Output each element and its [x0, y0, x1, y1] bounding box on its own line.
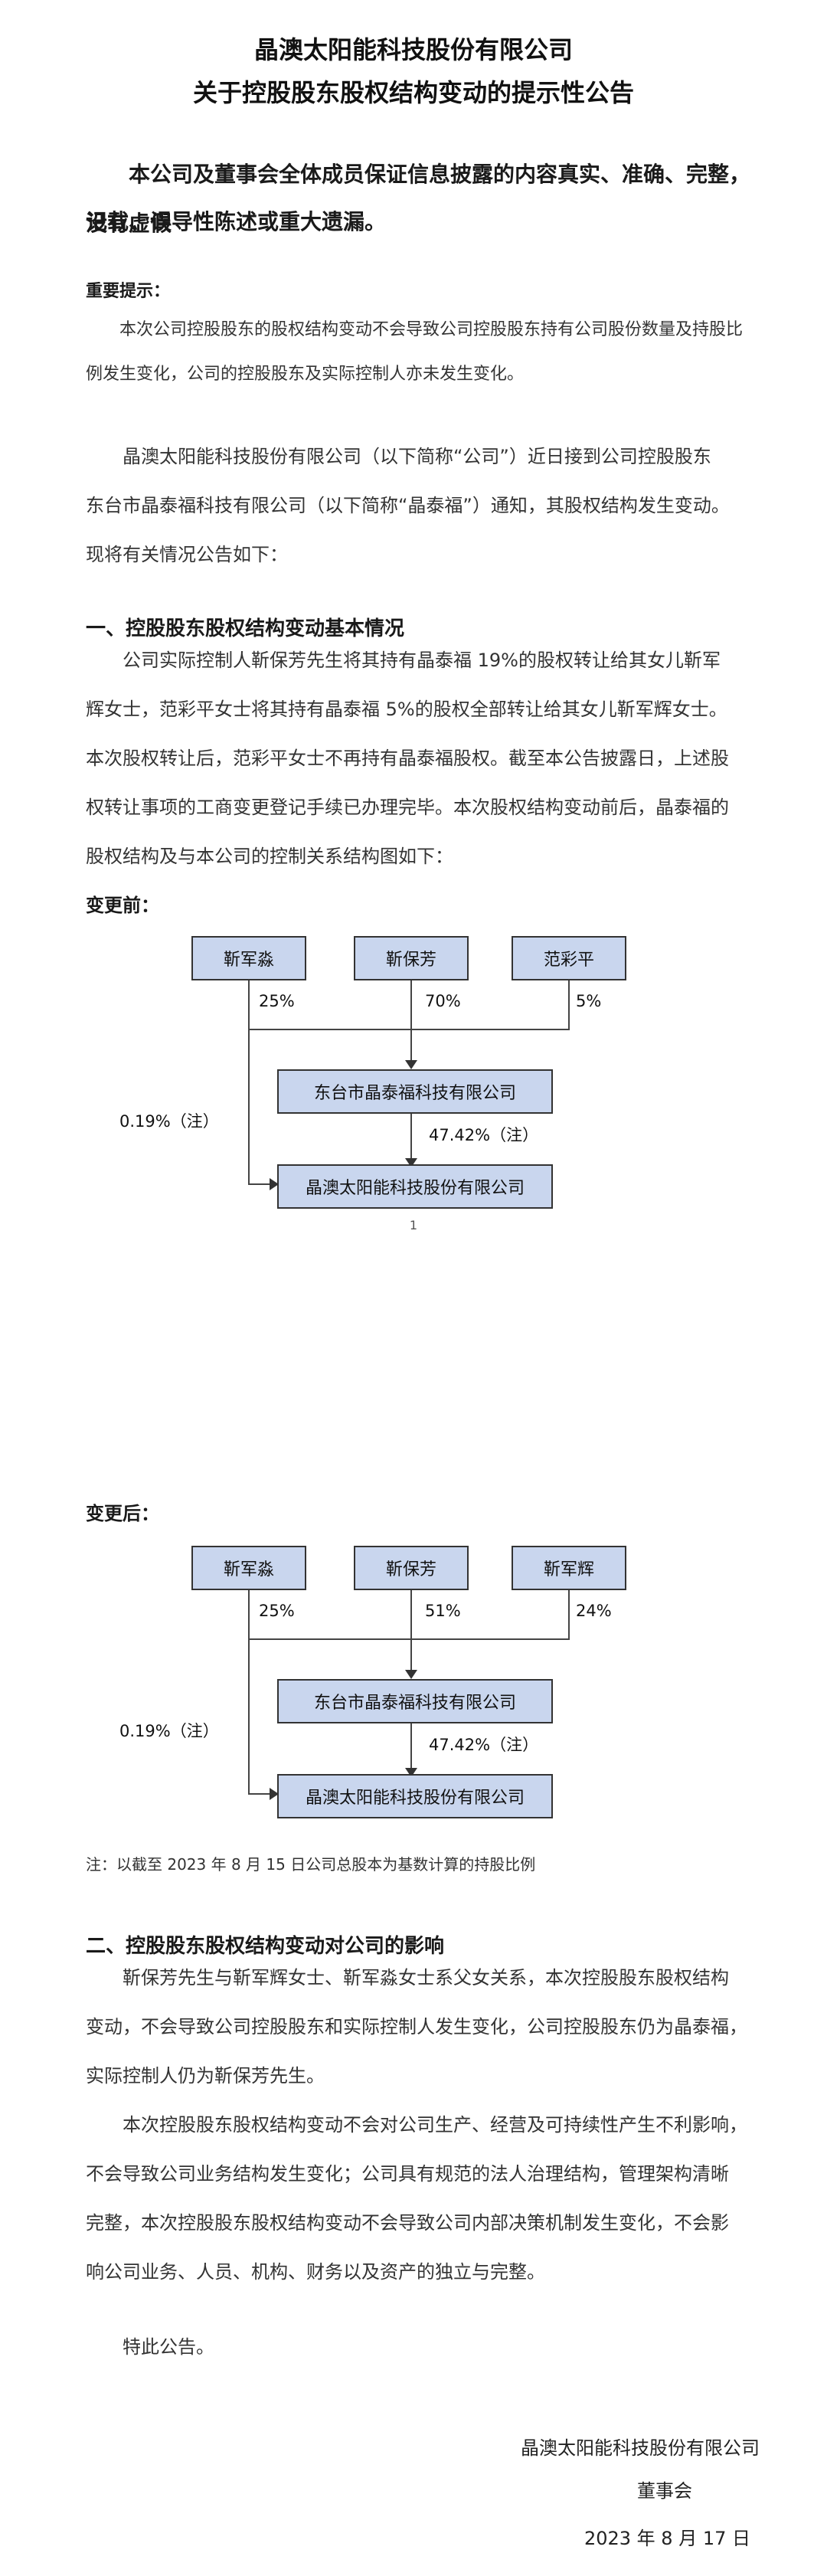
before-connector-left-down — [248, 1117, 250, 1184]
section2-p2-line-1: 本次控股股东股权结构变动不会对公司生产、经营及可持续性产生不利影响， — [123, 2114, 747, 2136]
section2-heading: 二、控股股东股权结构变动对公司的影响 — [86, 1935, 445, 1958]
after-listed-company-box: 晶澳太阳能科技股份有限公司 — [277, 1774, 553, 1818]
after-connector-right — [568, 1590, 570, 1639]
before-arrow-head-1 — [405, 1060, 417, 1069]
after-connector-join — [248, 1638, 570, 1640]
signature-date: 2023 年 8 月 17 日 — [583, 2528, 750, 2549]
before-label: 变更前： — [86, 895, 159, 916]
section2-p2-line-3: 完整，本次控股股东股权结构变动不会导致公司内部决策机制发生变化，不会影 — [86, 2212, 729, 2234]
before-arrow-head-3 — [270, 1178, 279, 1190]
before-connector-right — [568, 980, 570, 1029]
company-title: 晶澳太阳能科技股份有限公司 — [253, 35, 573, 64]
announcement-title: 关于控股股东股权结构变动的提示性公告 — [192, 78, 634, 107]
after-arrow-head-1 — [405, 1670, 417, 1679]
before-listed-company-box: 晶澳太阳能科技股份有限公司 — [277, 1164, 553, 1209]
before-pct-1: 25% — [259, 992, 295, 1010]
before-connector-to-holding — [410, 1029, 412, 1062]
section1-line-4: 权转让事项的工商变更登记手续已办理完毕。本次股权结构变动前后，晶泰福的 — [86, 797, 729, 818]
after-holding-pct: 47.42%（注） — [429, 1736, 539, 1754]
section2-p2-line-2: 不会导致公司业务结构发生变化；公司具有规范的法人治理结构，管理架构清晰 — [86, 2163, 729, 2185]
intro-line-2: 东台市晶泰福科技有限公司（以下简称“晶泰福”）通知，其股权结构发生变动。 — [86, 495, 730, 516]
page-number: 1 — [409, 1218, 418, 1232]
before-shareholder-box-3: 范彩平 — [512, 936, 626, 980]
before-connector-left-into-listed — [248, 1183, 271, 1185]
after-connector-mid — [410, 1590, 412, 1639]
after-pct-2: 51% — [425, 1602, 461, 1620]
before-holding-company-box: 东台市晶泰福科技有限公司 — [277, 1069, 553, 1114]
section2-p1-line-2: 变动，不会导致公司控股股东和实际控制人发生变化，公司控股股东仍为晶泰福， — [86, 2016, 747, 2038]
after-pct-1: 25% — [259, 1602, 295, 1620]
signature-company: 晶澳太阳能科技股份有限公司 — [521, 2437, 760, 2459]
before-shareholder-box-2: 靳保芳 — [354, 936, 469, 980]
after-arrow-head-3 — [270, 1788, 279, 1800]
before-connector-join — [248, 1029, 570, 1030]
section1-heading: 一、控股股东股权结构变动基本情况 — [86, 617, 405, 640]
after-shareholder-box-2: 靳保芳 — [354, 1546, 469, 1590]
after-connector-left-down — [248, 1727, 250, 1794]
after-connector-holding-to-listed — [410, 1723, 412, 1769]
section1-line-2: 辉女士，范彩平女士将其持有晶泰福 5%的股权全部转让给其女儿靳军辉女士。 — [86, 699, 727, 720]
after-pct-3: 24% — [576, 1602, 612, 1620]
after-connector-left — [248, 1590, 250, 1727]
after-shareholder-box-3: 靳军辉 — [512, 1546, 626, 1590]
intro-line-1: 晶澳太阳能科技股份有限公司（以下简称“公司”）近日接到公司控股股东 — [123, 446, 711, 467]
signature-board: 董事会 — [637, 2480, 692, 2502]
before-direct-pct: 0.19%（注） — [119, 1112, 219, 1131]
section1-line-1: 公司实际控制人靳保芳先生将其持有晶泰福 19%的股权转让给其女儿靳军 — [123, 650, 721, 671]
section1-line-3: 本次股权转让后，范彩平女士不再持有晶泰福股权。截至本公告披露日，上述股 — [86, 748, 729, 769]
section1-line-5: 股权结构及与本公司的控制关系结构图如下： — [86, 846, 453, 867]
after-connector-left-into-listed — [248, 1793, 271, 1795]
important-tip-line-2: 例发生变化，公司的控股股东及实际控制人亦未发生变化。 — [86, 365, 525, 384]
after-shareholder-box-1: 靳军淼 — [191, 1546, 306, 1590]
closing-text: 特此公告。 — [123, 2336, 214, 2358]
before-pct-3: 5% — [576, 992, 602, 1010]
statement-line-1: 本公司及董事会全体成员保证信息披露的内容真实、准确、完整，没有虚假 — [86, 162, 751, 236]
after-holding-company-box: 东台市晶泰福科技有限公司 — [277, 1679, 553, 1723]
after-direct-pct: 0.19%（注） — [119, 1722, 219, 1740]
before-connector-holding-to-listed — [410, 1114, 412, 1160]
section2-p1-line-1: 靳保芳先生与靳军辉女士、靳军淼女士系父女关系，本次控股股东股权结构 — [123, 1967, 729, 1988]
important-tip-line-1: 本次公司控股股东的股权结构变动不会导致公司控股股东持有公司股份数量及持股比 — [119, 320, 744, 339]
before-holding-pct: 47.42%（注） — [429, 1126, 539, 1144]
after-label: 变更后： — [86, 1503, 159, 1524]
before-pct-2: 70% — [425, 992, 461, 1010]
intro-line-3: 现将有关情况公告如下： — [86, 544, 288, 565]
footnote: 注：以截至 2023 年 8 月 15 日公司总股本为基数计算的持股比例 — [86, 1855, 536, 1874]
before-connector-left — [248, 980, 250, 1117]
important-tip-label: 重要提示： — [86, 282, 171, 301]
before-connector-mid — [410, 980, 412, 1029]
statement-line-2: 记载、误导性陈述或重大遗漏。 — [86, 209, 387, 234]
before-shareholder-box-1: 靳军淼 — [191, 936, 306, 980]
section2-p1-line-3: 实际控制人仍为靳保芳先生。 — [86, 2065, 325, 2087]
section2-p2-line-4: 响公司业务、人员、机构、财务以及资产的独立与完整。 — [86, 2261, 545, 2283]
after-connector-to-holding — [410, 1639, 412, 1671]
